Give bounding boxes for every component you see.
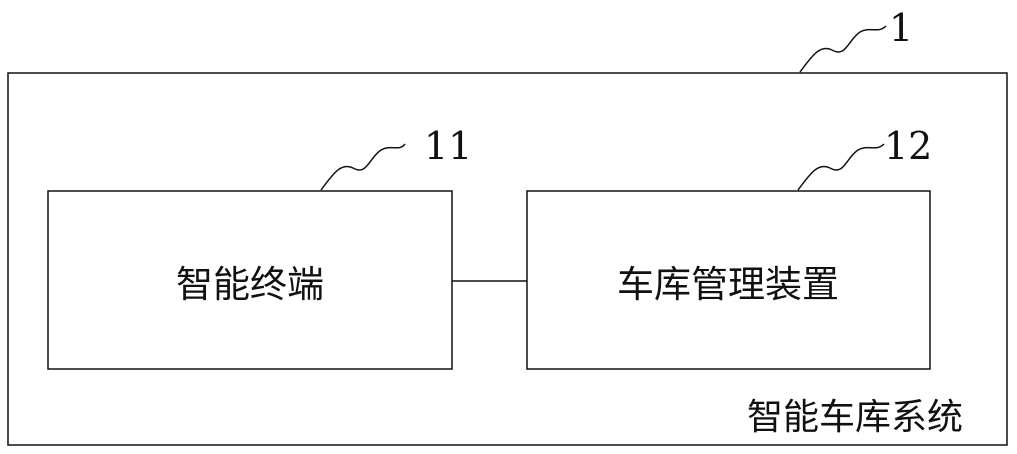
garage-manager-ref-leader	[798, 144, 884, 190]
terminal-ref-leader	[321, 144, 405, 190]
garage-manager-ref-number: 12	[884, 124, 932, 168]
garage-manager-label: 车库管理装置	[617, 254, 839, 308]
terminal-label: 智能终端	[176, 254, 324, 308]
system-label: 智能车库系统	[747, 388, 963, 440]
system-ref-leader	[800, 26, 886, 72]
terminal-ref-number: 11	[424, 124, 472, 168]
system-ref-number: 1	[889, 6, 913, 50]
